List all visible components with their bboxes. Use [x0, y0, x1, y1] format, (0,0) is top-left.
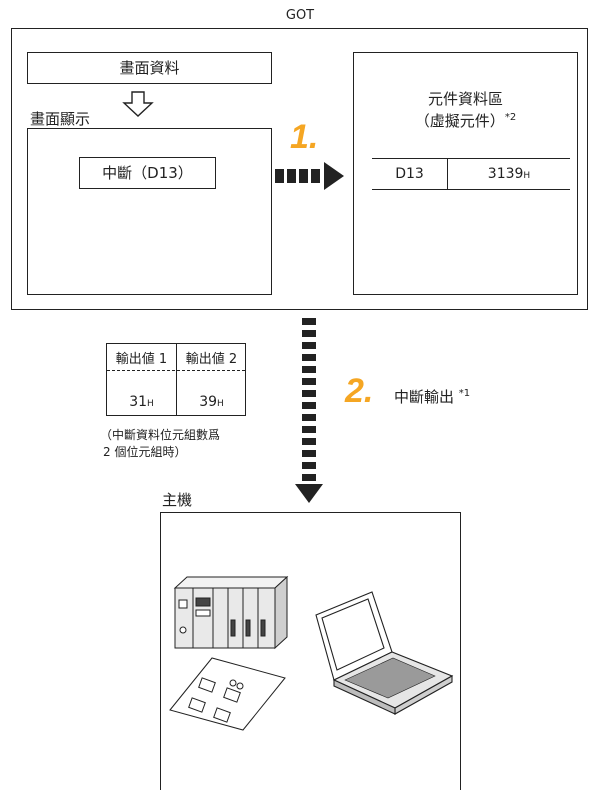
device-name-cell: D13 [372, 159, 448, 189]
output-table-dashed-line [107, 370, 245, 371]
device-area-title: 元件資料區 [427, 90, 503, 108]
step2-label: 2. [345, 372, 374, 410]
device-area-subtitle: （虛擬元件）*2 [353, 110, 578, 131]
dashed-down-arrow-icon [295, 318, 323, 503]
down-arrow-icon [122, 91, 154, 117]
output-table-divider [176, 344, 177, 415]
dashed-right-arrow-icon [275, 162, 344, 190]
screen-data-box: 畫面資料 [27, 52, 272, 84]
output-table: 輸出値 1 輸出値 2 31H 39H [106, 343, 246, 416]
output-value-2-text: 39 [199, 394, 218, 410]
device-table: D13 3139H [372, 158, 570, 190]
output-value-1-text: 31 [129, 394, 148, 410]
output-header-2: 輸出値 2 [185, 352, 238, 367]
output-value-2: 39H [177, 394, 246, 410]
step1-label: 1. [290, 118, 319, 156]
output-note-line2: 2 個位元組時） [103, 445, 187, 459]
output-value-1-suffix: H [147, 399, 154, 409]
device-value: 3139 [487, 166, 524, 182]
device-area-note: *2 [504, 112, 517, 123]
step2-text-wrap: 中斷輸出 *1 [394, 386, 470, 407]
device-data-area-box [353, 52, 578, 295]
output-value-1: 31H [107, 394, 176, 410]
device-area-subtitle-text: （虛擬元件） [414, 112, 505, 130]
device-value-suffix: H [523, 171, 531, 181]
host-box [160, 512, 461, 790]
laptop-icon [315, 591, 454, 715]
output-note-line1: （中斷資料位元組數爲 [100, 428, 221, 442]
step2-text: 中斷輸出 [394, 388, 455, 406]
plc-rack-icon [173, 575, 289, 650]
host-label: 主機 [162, 491, 193, 509]
step2-note: *1 [458, 388, 471, 399]
interrupt-button[interactable]: 中斷（D13） [79, 157, 216, 189]
got-label: GOT [285, 8, 315, 23]
device-value-cell: 3139H [448, 159, 570, 189]
output-header-1: 輸出値 1 [115, 352, 168, 367]
screen-display-box [27, 128, 272, 295]
circuit-board-icon [169, 657, 286, 731]
screen-display-label: 畫面顯示 [30, 110, 91, 128]
output-value-2-suffix: H [217, 399, 224, 409]
